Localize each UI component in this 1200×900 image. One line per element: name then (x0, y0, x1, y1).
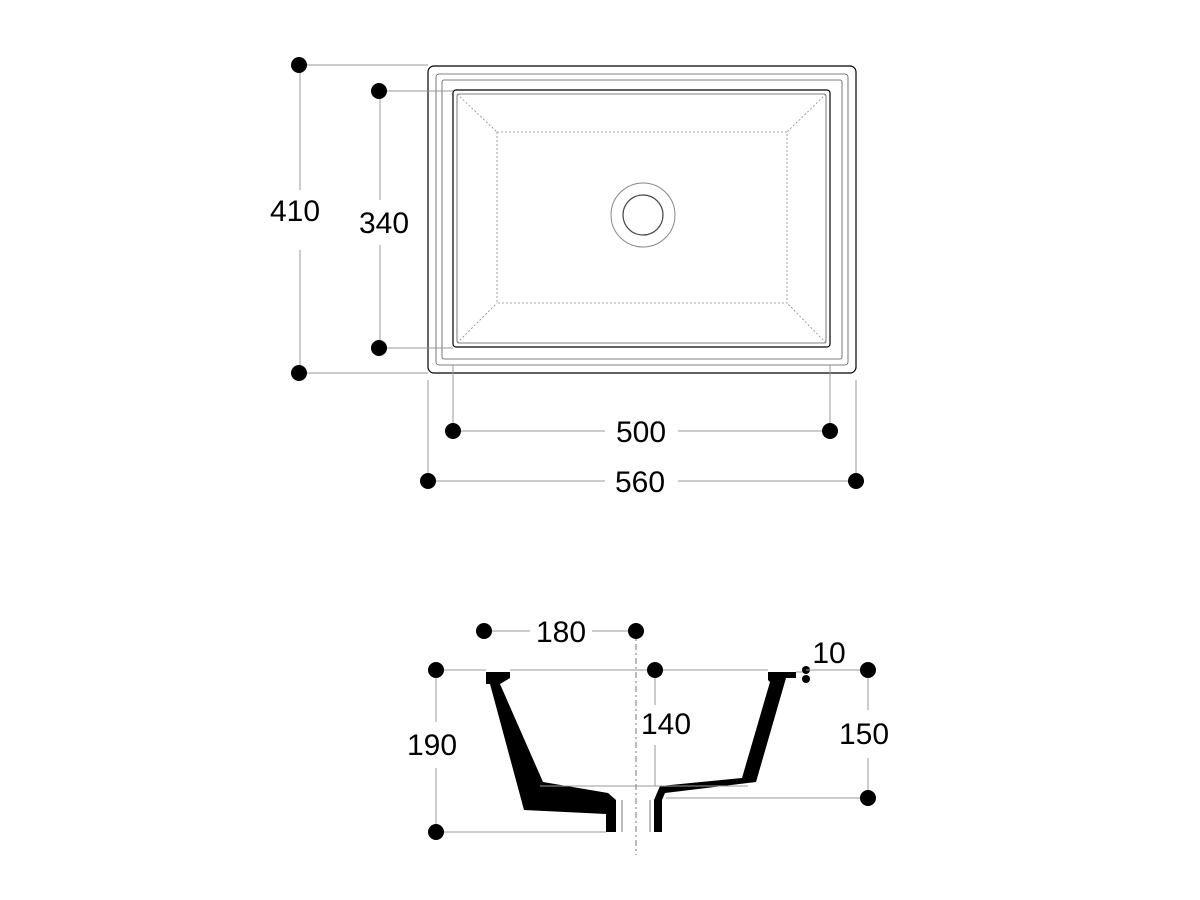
dimension-label-outer-depth: 150 (839, 718, 889, 751)
drain-outer-circle (610, 182, 676, 248)
dimension-outer-height: 410 (270, 57, 428, 381)
plan-view: 410 340 500 (270, 57, 864, 499)
dimension-overall-depth: 190 (407, 662, 606, 840)
slope-line-top-right (786, 93, 827, 133)
dimension-label-outer-height: 410 (270, 195, 320, 228)
basin-outer-rim (427, 65, 857, 374)
basin-rim-inner-edge (435, 73, 849, 366)
section-view: 180 10 190 140 (407, 616, 889, 855)
section-left-wall-highlight (506, 688, 521, 708)
dimension-inner-width: 500 (445, 365, 838, 449)
section-right-wall (654, 672, 796, 832)
slope-line-bottom-left (456, 302, 498, 344)
dimension-label-rim-thickness: 10 (812, 637, 845, 670)
slope-line-bottom-right (786, 302, 827, 344)
dimension-label-overall-depth: 190 (407, 729, 457, 762)
dimension-label-inner-height: 340 (359, 207, 409, 240)
dimension-inner-height: 340 (359, 83, 453, 356)
slope-line-top-left (456, 93, 498, 133)
dimension-rim-thickness: 10 (796, 637, 846, 683)
dimension-outer-width: 560 (420, 380, 864, 499)
basin-floor-outline (496, 131, 788, 304)
basin-rim-groove (441, 79, 843, 360)
dimension-label-bowl-depth: 140 (641, 708, 691, 741)
dimension-label-inner-width: 500 (616, 416, 666, 449)
dimension-outer-depth: 150 (666, 662, 889, 806)
dimension-label-outer-width: 560 (615, 466, 665, 499)
section-left-wall (486, 672, 616, 832)
dimension-rim-to-centre: 180 (476, 616, 644, 649)
basin-bowl-edge (452, 89, 831, 348)
drain-inner-circle (622, 194, 664, 236)
dimension-label-rim-to-centre: 180 (536, 616, 586, 649)
dimension-bowl-depth: 140 (510, 662, 768, 787)
basin-bowl-inner-edge (456, 93, 827, 344)
